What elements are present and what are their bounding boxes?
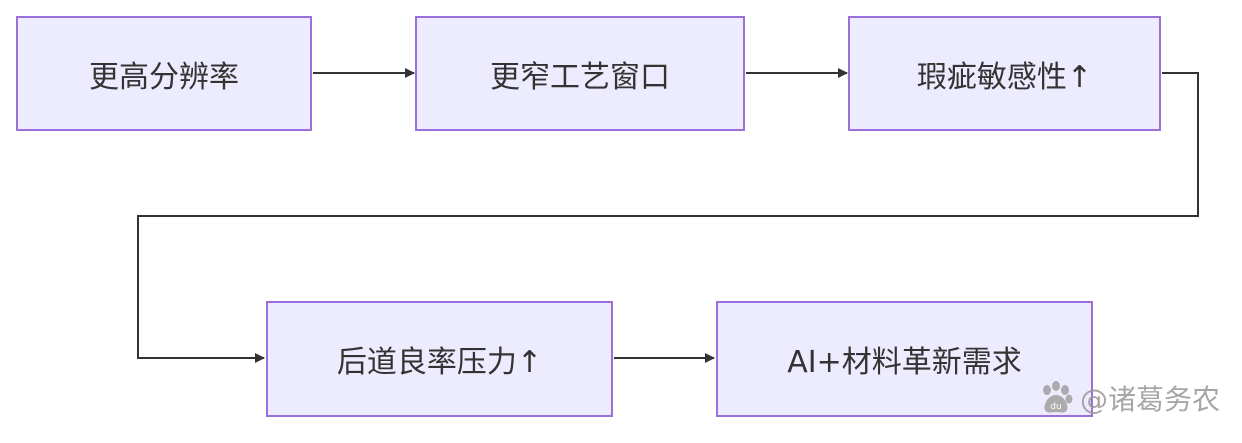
node-label: AI+材料革新需求 xyxy=(787,345,1022,380)
edge-n3-n4 xyxy=(137,72,1199,363)
node-defect-sensitivity: 瑕疵敏感性↑ xyxy=(848,16,1161,131)
node-label: 更高分辨率 xyxy=(89,59,239,95)
svg-text:du: du xyxy=(1050,402,1061,412)
node-backend-yield-pressure: 后道良率压力↑ xyxy=(266,301,613,417)
node-label: 瑕疵敏感性↑ xyxy=(916,59,1093,95)
node-narrower-process-window: 更窄工艺窗口 xyxy=(415,16,745,131)
node-label: 更窄工艺窗口 xyxy=(490,59,670,95)
baidu-paw-icon: du xyxy=(1042,381,1073,413)
node-higher-resolution: 更高分辨率 xyxy=(16,16,312,131)
node-ai-material-innovation: AI+材料革新需求 xyxy=(716,301,1093,417)
node-label: 后道良率压力↑ xyxy=(336,345,543,380)
watermark-text: @诸葛务农 xyxy=(1079,383,1220,416)
watermark: du @诸葛务农 xyxy=(1036,378,1220,418)
